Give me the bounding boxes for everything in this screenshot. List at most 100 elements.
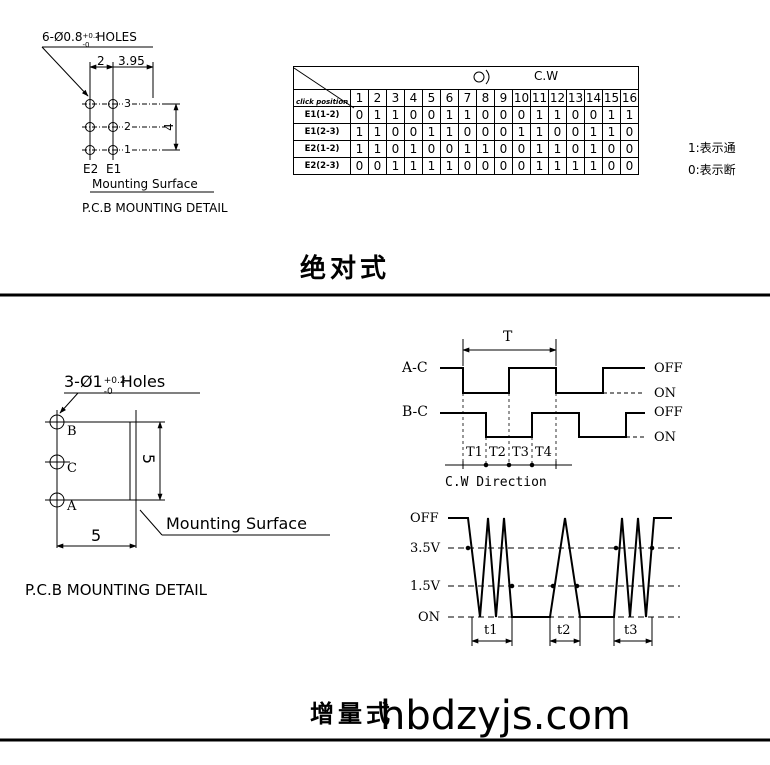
table-cell: 0	[440, 140, 459, 158]
table-cell: 0	[476, 157, 495, 175]
table-cell: 0	[386, 140, 405, 158]
table-cell: 0	[458, 157, 477, 175]
bounce-on-label: ON	[418, 610, 441, 625]
position-header-cell: 16	[620, 89, 639, 107]
position-header-cell: 5	[422, 89, 441, 107]
position-header-cell: 3	[386, 89, 405, 107]
table-row: E1(1-2) 0 1 1 0 0 1 1 0 0 0 1 1 0 0 1 1	[293, 106, 639, 124]
position-header-cell: 10	[512, 89, 531, 107]
table-cell: 1	[584, 140, 603, 158]
table-cell: 1	[386, 106, 405, 124]
position-header-cell: 8	[476, 89, 495, 107]
table-cell: 0	[620, 123, 639, 141]
table-cell: 0	[494, 106, 513, 124]
position-header-cell: 12	[548, 89, 567, 107]
row-label: E1(1-2)	[293, 106, 351, 124]
table-cell: 1	[530, 157, 549, 175]
top-pcb-detail-caption: P.C.B MOUNTING DETAIL	[82, 201, 228, 215]
table-cell: 0	[350, 157, 369, 175]
ac-waveform	[440, 367, 645, 394]
table-cell: 1	[422, 123, 441, 141]
code-table: C.W click position 1 2 3 4 5 6 7 8 9 10 …	[293, 66, 639, 175]
timing-t4: T4	[535, 445, 552, 460]
timing-t2: T2	[489, 445, 506, 460]
table-cell: 0	[602, 157, 621, 175]
table-cell: 0	[512, 106, 531, 124]
top-dim-395: 3.95	[118, 54, 145, 68]
bottom-pcb-detail-caption: P.C.B MOUNTING DETAIL	[25, 581, 207, 599]
position-header-cell: 15	[602, 89, 621, 107]
table-cell: 1	[530, 106, 549, 124]
table-cell: 1	[368, 140, 387, 158]
timing-off-1: OFF	[654, 361, 683, 376]
bounce-off-label: OFF	[410, 511, 439, 526]
table-cell: 0	[476, 106, 495, 124]
row-label: E2(1-2)	[293, 140, 351, 158]
bottom-pin-a: A	[67, 499, 77, 514]
table-cell: 0	[422, 106, 441, 124]
table-cell: 1	[386, 157, 405, 175]
position-header-cell: 14	[584, 89, 603, 107]
table-cell: 1	[584, 157, 603, 175]
bottom-dim-horizontal: 5	[91, 526, 102, 545]
table-cell: 1	[602, 123, 621, 141]
table-cell: 1	[548, 157, 567, 175]
position-header-cell: 4	[404, 89, 423, 107]
table-cell: 1	[458, 140, 477, 158]
bounce-t2: t2	[557, 623, 571, 638]
table-row: E1(2-3) 1 1 0 0 1 1 0 0 0 1 1 0 0 1 1 0	[293, 123, 639, 141]
position-header-cell: 7	[458, 89, 477, 107]
table-cell: 0	[476, 123, 495, 141]
table-cell: 0	[620, 157, 639, 175]
table-cell: 1	[584, 123, 603, 141]
position-header-cell: 9	[494, 89, 513, 107]
bounce-waveform	[448, 517, 672, 618]
table-cell: 0	[548, 123, 567, 141]
table-cell: 0	[386, 123, 405, 141]
bottom-dim-vertical: 5	[139, 453, 159, 465]
position-header-cell: 2	[368, 89, 387, 107]
click-position-header: click position	[293, 89, 351, 107]
table-cell: 1	[476, 140, 495, 158]
top-mounting-surface: Mounting Surface	[92, 177, 198, 191]
table-cell: 1	[440, 123, 459, 141]
table-direction-header: C.W	[293, 66, 639, 90]
bounce-diagram	[448, 517, 680, 646]
cw-direction-caption: C.W Direction	[445, 475, 547, 490]
legend-one-meaning: 1:表示通	[688, 141, 736, 155]
table-cell: 1	[350, 123, 369, 141]
table-cell: 0	[566, 123, 585, 141]
watermark-text: hbdzyjs.com	[380, 693, 631, 739]
table-cell: 1	[440, 157, 459, 175]
table-cell: 1	[620, 106, 639, 124]
timing-period-label: T	[503, 329, 513, 345]
timing-diagram	[440, 339, 645, 469]
table-cell: 0	[620, 140, 639, 158]
timing-off-2: OFF	[654, 405, 683, 420]
table-cell: 0	[512, 140, 531, 158]
table-cell: 0	[494, 140, 513, 158]
bottom-pin-c: C	[67, 461, 77, 476]
top-dim-4: 4	[161, 123, 176, 131]
table-cell: 0	[602, 140, 621, 158]
section-title-incremental: 增量式	[310, 699, 394, 728]
table-cell: 1	[350, 140, 369, 158]
table-cell: 1	[548, 106, 567, 124]
bottom-mounting-surface: Mounting Surface	[166, 514, 307, 533]
table-cell: 1	[404, 157, 423, 175]
position-header-cell: 11	[530, 89, 549, 107]
table-cell: 0	[422, 140, 441, 158]
table-cell: 0	[494, 157, 513, 175]
timing-ac-label: A-C	[402, 360, 428, 376]
table-cell: 1	[530, 123, 549, 141]
table-cell: 0	[566, 106, 585, 124]
table-cell: 1	[404, 140, 423, 158]
table-cell: 0	[584, 106, 603, 124]
top-pin-1: 1	[123, 143, 132, 156]
bounce-35v-label: 3.5V	[410, 541, 441, 556]
bc-waveform	[440, 412, 645, 438]
table-cell: 0	[512, 157, 531, 175]
table-cell: 1	[548, 140, 567, 158]
